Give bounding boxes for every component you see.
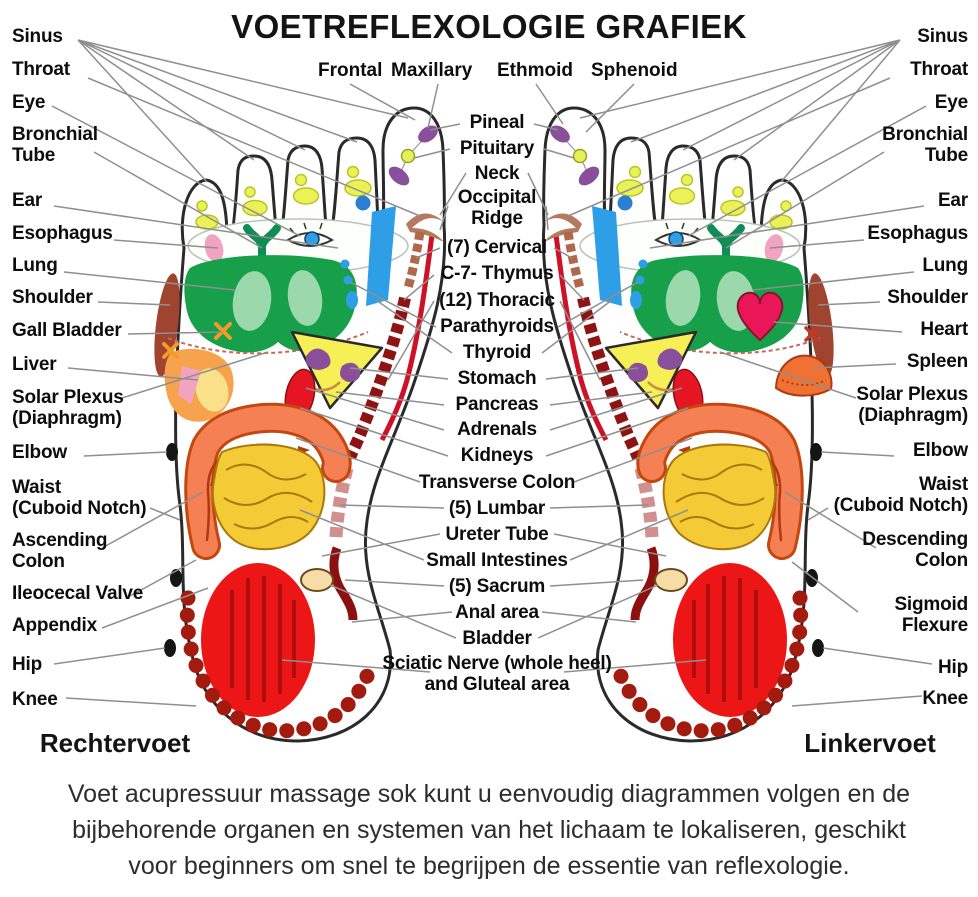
label-left-sinus: Sinus	[12, 26, 63, 47]
left-foot-caption: Rechtervoet	[39, 728, 191, 758]
label-left-lung: Lung	[12, 255, 58, 276]
label-right-sinus: Sinus	[917, 26, 968, 47]
heart-mark	[804, 326, 820, 342]
label-center-bladder: Bladder	[462, 628, 532, 649]
label-left-liver: Liver	[12, 354, 57, 375]
description-text: Voet acupressuur massage sok kunt u eenv…	[67, 780, 911, 880]
heart-icon	[736, 291, 784, 342]
label-center-neck: Neck	[474, 163, 520, 184]
label-sphenoid: Sphenoid	[591, 60, 678, 81]
label-left-elbow: Elbow	[12, 442, 67, 463]
label-left-hip: Hip	[12, 654, 43, 675]
label-right-heart: Heart	[920, 319, 968, 340]
label-ethmoid: Ethmoid	[497, 60, 573, 81]
label-center-lumbar: (5) Lumbar	[448, 498, 546, 519]
label-right-spleen: Spleen	[906, 351, 968, 372]
label-center-pineal: Pineal	[469, 112, 525, 133]
label-center-ureter-tube: Ureter Tube	[445, 524, 549, 545]
label-left-esophagus: Esophagus	[12, 223, 113, 244]
label-center-adrenals: Adrenals	[457, 419, 537, 440]
label-center-thoracic: (12) Thoracic	[439, 290, 555, 311]
label-left-ileocecal-valve: Ileocecal Valve	[12, 583, 144, 604]
label-center-pituitary: Pituitary	[459, 138, 535, 159]
label-left-ear: Ear	[12, 190, 43, 211]
label-left-solar-plexus: Solar Plexus (Diaphragm)	[12, 387, 124, 429]
label-left-eye: Eye	[12, 92, 46, 113]
label-right-elbow: Elbow	[913, 440, 968, 461]
label-left-knee: Knee	[12, 689, 58, 710]
label-left-appendix: Appendix	[12, 615, 97, 636]
label-left-gall-bladder: Gall Bladder	[12, 320, 122, 341]
label-right-solar-plexus: Solar Plexus (Diaphragm)	[856, 384, 968, 426]
label-right-hip: Hip	[937, 657, 968, 678]
label-center-transverse-colon: Transverse Colon	[418, 472, 576, 493]
label-center-anal-area: Anal area	[455, 602, 539, 623]
label-right-throat: Throat	[910, 59, 968, 80]
label-right-sigmoid-flexure: Sigmoid Flexure	[894, 594, 968, 636]
page-title: VOETREFLEXOLOGIE GRAFIEK	[231, 8, 747, 45]
label-center-small-intestines: Small Intestines	[426, 550, 568, 571]
label-center-stomach: Stomach	[457, 368, 537, 389]
label-right-knee: Knee	[922, 688, 968, 709]
label-right-shoulder: Shoulder	[887, 287, 968, 308]
label-center-thyroid: Thyroid	[462, 342, 532, 363]
label-right-lung: Lung	[922, 255, 968, 276]
gall-bladder-marks	[162, 322, 232, 359]
label-frontal: Frontal	[318, 60, 383, 81]
label-center-parathyroids: Parathyroids	[440, 316, 554, 337]
label-right-waist: Waist (Cuboid Notch)	[833, 474, 969, 516]
label-left-shoulder: Shoulder	[12, 287, 93, 308]
label-right-descending-colon: Descending Colon	[862, 529, 968, 571]
label-right-bronchial-tube: Bronchial Tube	[882, 124, 968, 166]
label-center-sacrum: (5) Sacrum	[448, 576, 546, 597]
label-left-ascending-colon: Ascending Colon	[12, 530, 108, 572]
label-center-sciatic-nerve: Sciatic Nerve (whole heel) and Gluteal a…	[382, 653, 612, 695]
label-center-c7-thymus: C-7- Thymus	[440, 263, 554, 284]
label-right-esophagus: Esophagus	[867, 223, 968, 244]
liver-zone	[164, 348, 234, 422]
label-right-eye: Eye	[934, 92, 968, 113]
right-foot-caption: Linkervoet	[804, 728, 936, 758]
label-center-kidneys: Kidneys	[460, 445, 534, 466]
label-right-ear: Ear	[937, 190, 968, 211]
label-left-bronchial-tube: Bronchial Tube	[12, 124, 98, 166]
label-maxillary: Maxillary	[391, 60, 473, 81]
label-left-waist: Waist (Cuboid Notch)	[12, 477, 147, 519]
label-left-throat: Throat	[12, 59, 70, 80]
label-center-pancreas: Pancreas	[455, 394, 539, 415]
label-center-occipital-ridge: Occipital Ridge	[457, 187, 537, 229]
label-center-cervical: (7) Cervical	[446, 237, 548, 258]
leader-lines	[51, 39, 933, 707]
